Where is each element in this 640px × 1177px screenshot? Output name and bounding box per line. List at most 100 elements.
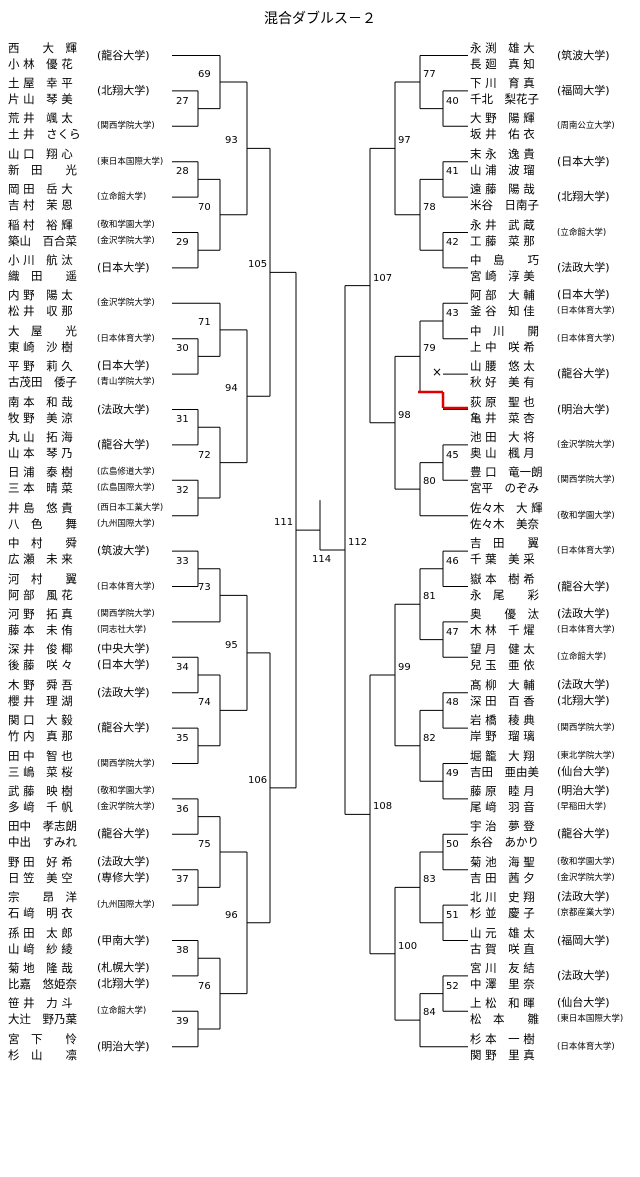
player-name: 米谷 日南子 xyxy=(470,198,539,213)
university-label: (甲南大学) xyxy=(97,933,150,947)
university-label: (龍谷大学) xyxy=(557,579,610,593)
match-number: 70 xyxy=(198,201,211,213)
page-title: 混合ダブルス－２ xyxy=(264,11,376,27)
player-name: 田 中 智 也 xyxy=(8,748,73,763)
university-label: (日本体育大学) xyxy=(97,581,155,592)
university-label: (金沢学院大学) xyxy=(97,235,155,246)
player-name: 糸谷 あかり xyxy=(470,835,539,850)
player-name: 千 葉 美 采 xyxy=(470,552,535,567)
university-label: (明治大学) xyxy=(557,783,610,797)
player-name: 藤 原 睦 月 xyxy=(470,783,535,798)
player-name: 関 口 大 毅 xyxy=(8,713,73,728)
match-number: 93 xyxy=(225,135,238,147)
match-number: 108 xyxy=(373,801,393,813)
player-name: 吉 村 茉 恩 xyxy=(8,198,73,213)
university-label: (立命館大学) xyxy=(97,1006,147,1017)
university-label: (金沢学院大学) xyxy=(97,801,155,812)
university-label: (早稲田大学) xyxy=(557,801,607,812)
player-name: 菊 地 隆 哉 xyxy=(8,960,73,975)
player-name: 望 月 健 太 xyxy=(470,642,535,657)
match-number: 82 xyxy=(423,732,436,744)
university-label: (敬和学園大学) xyxy=(97,219,155,230)
match-number: 42 xyxy=(446,237,459,249)
university-label: (明治大学) xyxy=(97,1039,150,1053)
university-label: (立命館大学) xyxy=(97,192,147,203)
player-name: 竹 内 真 那 xyxy=(8,729,73,744)
university-label: (日本大学) xyxy=(557,154,610,168)
university-label: (龍谷大学) xyxy=(97,48,150,62)
player-name: 千北 梨花子 xyxy=(470,91,539,106)
match-number: 36 xyxy=(176,803,189,815)
player-name: 山 本 琴 乃 xyxy=(8,445,73,460)
player-name: 上 松 和 暉 xyxy=(470,996,535,1011)
university-label: (敬和学園大学) xyxy=(97,785,155,796)
university-label: (日本体育大学) xyxy=(97,333,155,344)
match-number: 98 xyxy=(398,409,411,421)
university-label: (金沢学院大学) xyxy=(97,298,155,309)
university-label: (福岡大学) xyxy=(557,933,610,947)
player-name: 大 屋 光 xyxy=(8,323,77,338)
university-label: (明治大学) xyxy=(557,402,610,416)
university-label: (関西学院大学) xyxy=(557,475,615,486)
player-name: 荒 井 颯 太 xyxy=(8,111,73,126)
university-label: (東日本国際大学) xyxy=(557,1014,624,1025)
player-name: 稲 村 裕 輝 xyxy=(8,217,73,232)
player-name: 深 井 俊 椰 xyxy=(8,642,73,657)
player-name: 髙 柳 大 輔 xyxy=(470,677,535,692)
player-name: 新 田 光 xyxy=(8,162,77,177)
university-label: (福岡大学) xyxy=(557,83,610,97)
university-label: (西日本工業大学) xyxy=(97,502,164,513)
university-label: (仙台大学) xyxy=(557,764,610,778)
player-name: 井 島 悠 貴 xyxy=(8,500,73,515)
player-name: 宮 川 友 結 xyxy=(470,960,535,975)
match-number: 41 xyxy=(446,166,459,178)
match-number: 81 xyxy=(423,591,436,603)
player-name: 山 腰 悠 太 xyxy=(470,359,535,374)
final-match-number: 114 xyxy=(312,553,332,565)
player-name: 荻 原 聖 也 xyxy=(470,394,535,409)
university-label: (青山学院大学) xyxy=(97,377,155,388)
university-label: (敬和学園大学) xyxy=(557,510,615,521)
player-name: 日 浦 泰 樹 xyxy=(8,465,73,480)
player-name: 多 﨑 千 帆 xyxy=(8,799,73,814)
player-name: 北 川 史 翔 xyxy=(470,890,535,905)
match-number: 71 xyxy=(198,316,211,328)
player-name: 阿 部 風 花 xyxy=(8,587,73,602)
match-number: 45 xyxy=(446,449,459,461)
university-label: (立命館大学) xyxy=(557,652,607,663)
university-label: (法政大学) xyxy=(557,968,610,982)
player-name: 古茂田 倭子 xyxy=(8,375,77,390)
university-label: (九州国際大学) xyxy=(97,900,155,911)
player-name: 松 井 収 那 xyxy=(8,304,73,319)
university-label: (法政大学) xyxy=(557,677,610,691)
match-number: 73 xyxy=(198,582,211,594)
match-number: 52 xyxy=(446,980,459,992)
university-label: (日本体育大学) xyxy=(557,333,615,344)
match-number: 46 xyxy=(446,555,459,567)
player-name: 石 﨑 明 衣 xyxy=(8,906,73,921)
player-name: 木 林 千 燿 xyxy=(470,622,535,637)
player-name: 宇 治 夢 登 xyxy=(470,819,535,834)
player-name: 永 井 武 蔵 xyxy=(470,217,535,232)
match-number: 27 xyxy=(176,95,189,107)
player-name: 佐々木 大 輝 xyxy=(470,500,543,515)
match-number: 76 xyxy=(198,980,211,992)
match-number: 37 xyxy=(176,874,189,886)
player-name: 古 賀 咲 直 xyxy=(470,941,535,956)
university-label: (北翔大学) xyxy=(97,976,150,990)
university-label: (東日本国際大学) xyxy=(97,156,164,167)
player-name: 中 澤 里 奈 xyxy=(470,976,535,991)
player-name: 三 本 晴 菜 xyxy=(8,481,73,496)
match-number: 47 xyxy=(446,626,459,638)
match-number: 79 xyxy=(423,343,436,355)
match-number: 32 xyxy=(176,485,189,496)
match-number: 50 xyxy=(446,839,459,850)
player-name: 中出 すみれ xyxy=(8,835,77,850)
player-name: 織 田 遥 xyxy=(8,268,77,283)
player-name: 豊 口 竜一朗 xyxy=(470,465,543,480)
university-label: (日本体育大学) xyxy=(557,306,615,317)
player-name: 宗 昂 洋 xyxy=(8,890,77,905)
match-number: 30 xyxy=(176,343,189,355)
match-number: 29 xyxy=(176,237,189,249)
